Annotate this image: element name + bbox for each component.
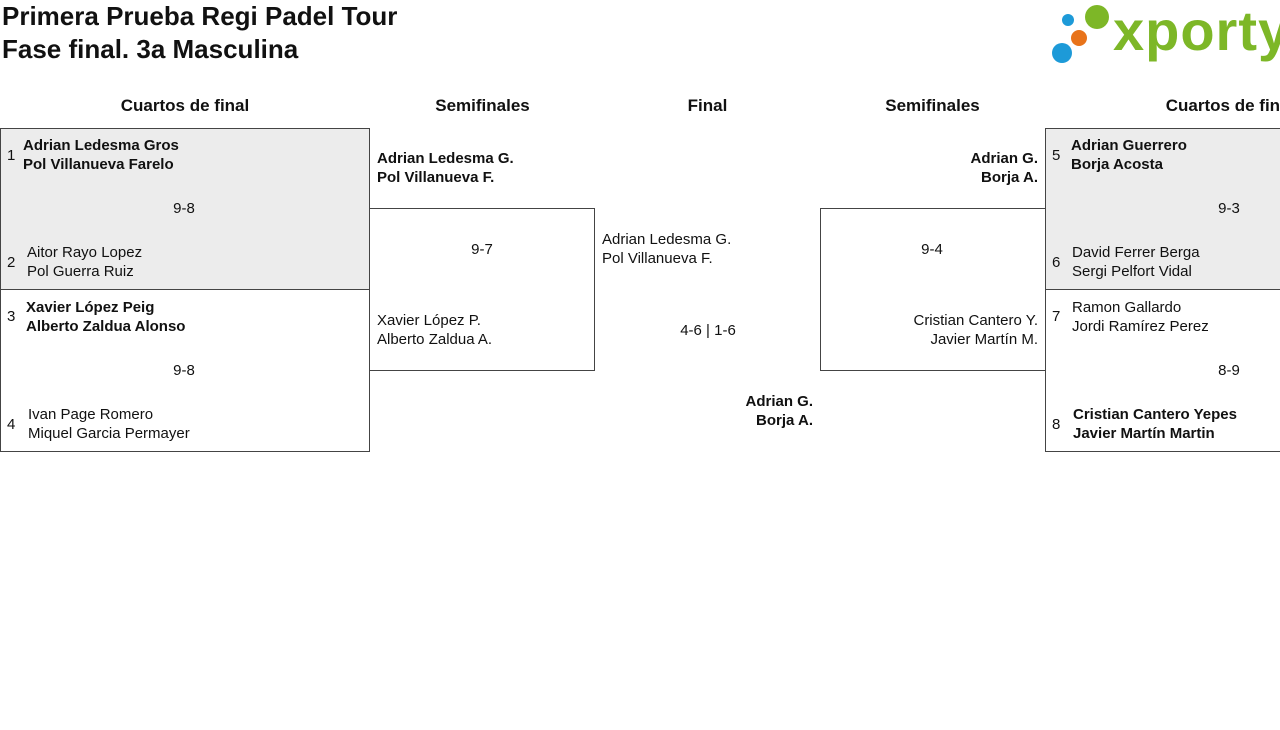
page-subtitle: Fase final. 3a Masculina (2, 34, 299, 64)
player-name: Aitor Rayo Lopez (27, 244, 143, 261)
player-name: Xavier López Peig (26, 299, 155, 316)
player-name: Xavier López P. (377, 312, 481, 329)
page-title: Primera Prueba Regi Padel Tour (2, 1, 398, 31)
final-score: 4-6 | 1-6 (680, 322, 736, 339)
player-name: Borja Acosta (1071, 156, 1163, 173)
player-name: Pol Villanueva Farelo (23, 156, 174, 173)
seed-number: 1 (7, 147, 16, 164)
round-header-right-quarters: Cuartos de final (1165, 96, 1280, 115)
player-name: Javier Martín Martin (1073, 425, 1215, 442)
player-name: Borja A. (756, 412, 813, 429)
xporty-logo (1052, 5, 1109, 63)
team-entry[interactable]: Aitor Rayo Lopez Pol Guerra Ruiz (27, 243, 142, 281)
team-entry[interactable]: Cristian Cantero Y. Javier Martín M. (860, 311, 1038, 349)
player-name: Adrian Ledesma Gros (23, 137, 179, 154)
logo-dot-orange (1071, 30, 1087, 46)
round-header-left-semis: Semifinales (435, 96, 530, 115)
player-name: Javier Martín M. (930, 331, 1038, 348)
match-score: 9-7 (471, 241, 493, 258)
player-name: David Ferrer Berga (1072, 244, 1200, 261)
team-entry-winner[interactable]: Cristian Cantero Yepes Javier Martín Mar… (1073, 405, 1237, 443)
match-score: 9-4 (921, 241, 943, 258)
round-header-left-quarters: Cuartos de final (120, 96, 250, 115)
team-entry[interactable]: Ivan Page Romero Miquel Garcia Permayer (28, 405, 190, 443)
match-score: 9-8 (173, 200, 195, 217)
match-box-qf-right-1[interactable] (1045, 128, 1280, 290)
player-name: Miquel Garcia Permayer (28, 425, 190, 442)
team-entry-winner[interactable]: Adrian Guerrero Borja Acosta (1071, 136, 1187, 174)
player-name: Cristian Cantero Y. (913, 312, 1038, 329)
match-score: 9-3 (1218, 200, 1240, 217)
team-entry[interactable]: Ramon Gallardo Jordi Ramírez Perez (1072, 298, 1209, 336)
seed-number: 4 (7, 416, 16, 433)
logo-text: xporty (1113, 0, 1280, 62)
match-box-qf-right-2[interactable] (1045, 289, 1280, 452)
player-name: Pol Guerra Ruiz (27, 263, 134, 280)
match-box-sf-left[interactable] (369, 208, 595, 371)
team-entry-winner[interactable]: Adrian G. Borja A. (880, 149, 1038, 187)
team-entry-winner[interactable]: Adrian Ledesma Gros Pol Villanueva Farel… (23, 136, 179, 174)
player-name: Adrian G. (970, 150, 1038, 167)
team-entry[interactable]: Adrian Ledesma G. Pol Villanueva F. (602, 230, 731, 268)
seed-number: 3 (7, 308, 16, 325)
match-box-sf-right[interactable] (820, 208, 1046, 371)
logo-dot-blue-bottom (1052, 43, 1072, 63)
team-entry-winner[interactable]: Xavier López Peig Alberto Zaldua Alonso (26, 298, 185, 336)
round-header-final: Final (687, 96, 728, 115)
match-score: 8-9 (1218, 362, 1240, 379)
player-name: Adrian G. (745, 393, 813, 410)
logo-dot-green (1085, 5, 1109, 29)
player-name: Ramon Gallardo (1072, 299, 1182, 316)
player-name: Jordi Ramírez Perez (1072, 318, 1209, 335)
player-name: Sergi Pelfort Vidal (1072, 263, 1192, 280)
player-name: Ivan Page Romero (28, 406, 154, 423)
player-name: Alberto Zaldua A. (377, 331, 493, 348)
seed-number: 2 (7, 254, 16, 271)
player-name: Pol Villanueva F. (377, 169, 495, 186)
player-name: Adrian Guerrero (1071, 137, 1187, 154)
player-name: Cristian Cantero Yepes (1073, 406, 1237, 423)
match-box-qf-left-1[interactable] (0, 128, 370, 290)
team-entry[interactable]: Xavier López P. Alberto Zaldua A. (377, 311, 492, 349)
player-name: Adrian Ledesma G. (602, 231, 732, 248)
seed-number: 5 (1052, 147, 1061, 164)
seed-number: 6 (1052, 254, 1061, 271)
seed-number: 8 (1052, 416, 1061, 433)
champion-entry[interactable]: Adrian G. Borja A. (700, 392, 813, 430)
seed-number: 7 (1052, 308, 1061, 325)
round-header-right-semis: Semifinales (885, 96, 980, 115)
player-name: Borja A. (981, 169, 1038, 186)
team-entry-winner[interactable]: Adrian Ledesma G. Pol Villanueva F. (377, 149, 514, 187)
match-box-qf-left-2[interactable] (0, 289, 370, 452)
player-name: Pol Villanueva F. (602, 250, 713, 267)
team-entry[interactable]: David Ferrer Berga Sergi Pelfort Vidal (1072, 243, 1200, 281)
match-score: 9-8 (173, 362, 195, 379)
player-name: Alberto Zaldua Alonso (26, 318, 186, 335)
logo-dot-blue-top (1062, 14, 1074, 26)
player-name: Adrian Ledesma G. (377, 150, 514, 167)
